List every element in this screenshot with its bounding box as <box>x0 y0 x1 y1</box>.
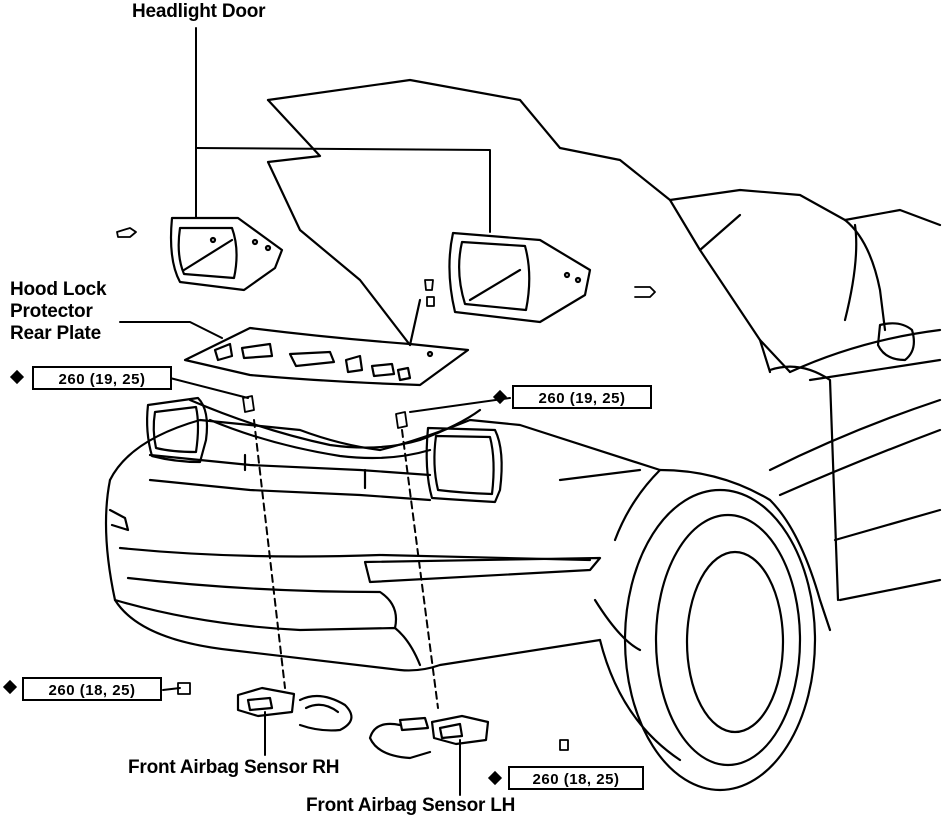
headlight-door-label: Headlight Door <box>132 1 266 22</box>
dashed-mount-lines <box>254 420 438 708</box>
headlight-left <box>147 398 207 462</box>
car-body <box>615 210 940 630</box>
airbag-sensor-rh-label: Front Airbag Sensor RH <box>128 757 340 778</box>
airbag-sensor-lh <box>370 716 488 758</box>
airbag-sensor-rh <box>238 688 351 730</box>
headlight-right <box>427 428 502 502</box>
leader-lines <box>120 28 510 795</box>
torque-spec-lower-right: 260 (18, 25) <box>508 766 644 790</box>
torque-spec-upper-left: 260 (19, 25) <box>32 366 172 390</box>
hood-lock-label-line3: Rear Plate <box>10 323 101 344</box>
hood-lock-label-line1: Hood Lock <box>10 279 107 300</box>
hood-lock-label: Hood Lock Protector Rear Plate <box>10 279 107 345</box>
front-panel <box>190 400 480 488</box>
bolts <box>117 228 655 750</box>
hood-lock-plate <box>185 328 468 385</box>
hood <box>268 80 885 372</box>
hood-lock-label-line2: Protector <box>10 301 93 322</box>
torque-spec-lower-left: 260 (18, 25) <box>22 677 162 701</box>
headlight-door-right <box>449 233 590 322</box>
front-wheel <box>600 490 815 790</box>
torque-spec-upper-right: 260 (19, 25) <box>512 385 652 409</box>
headlight-door-left <box>171 218 282 290</box>
airbag-sensor-lh-label: Front Airbag Sensor LH <box>306 795 516 816</box>
